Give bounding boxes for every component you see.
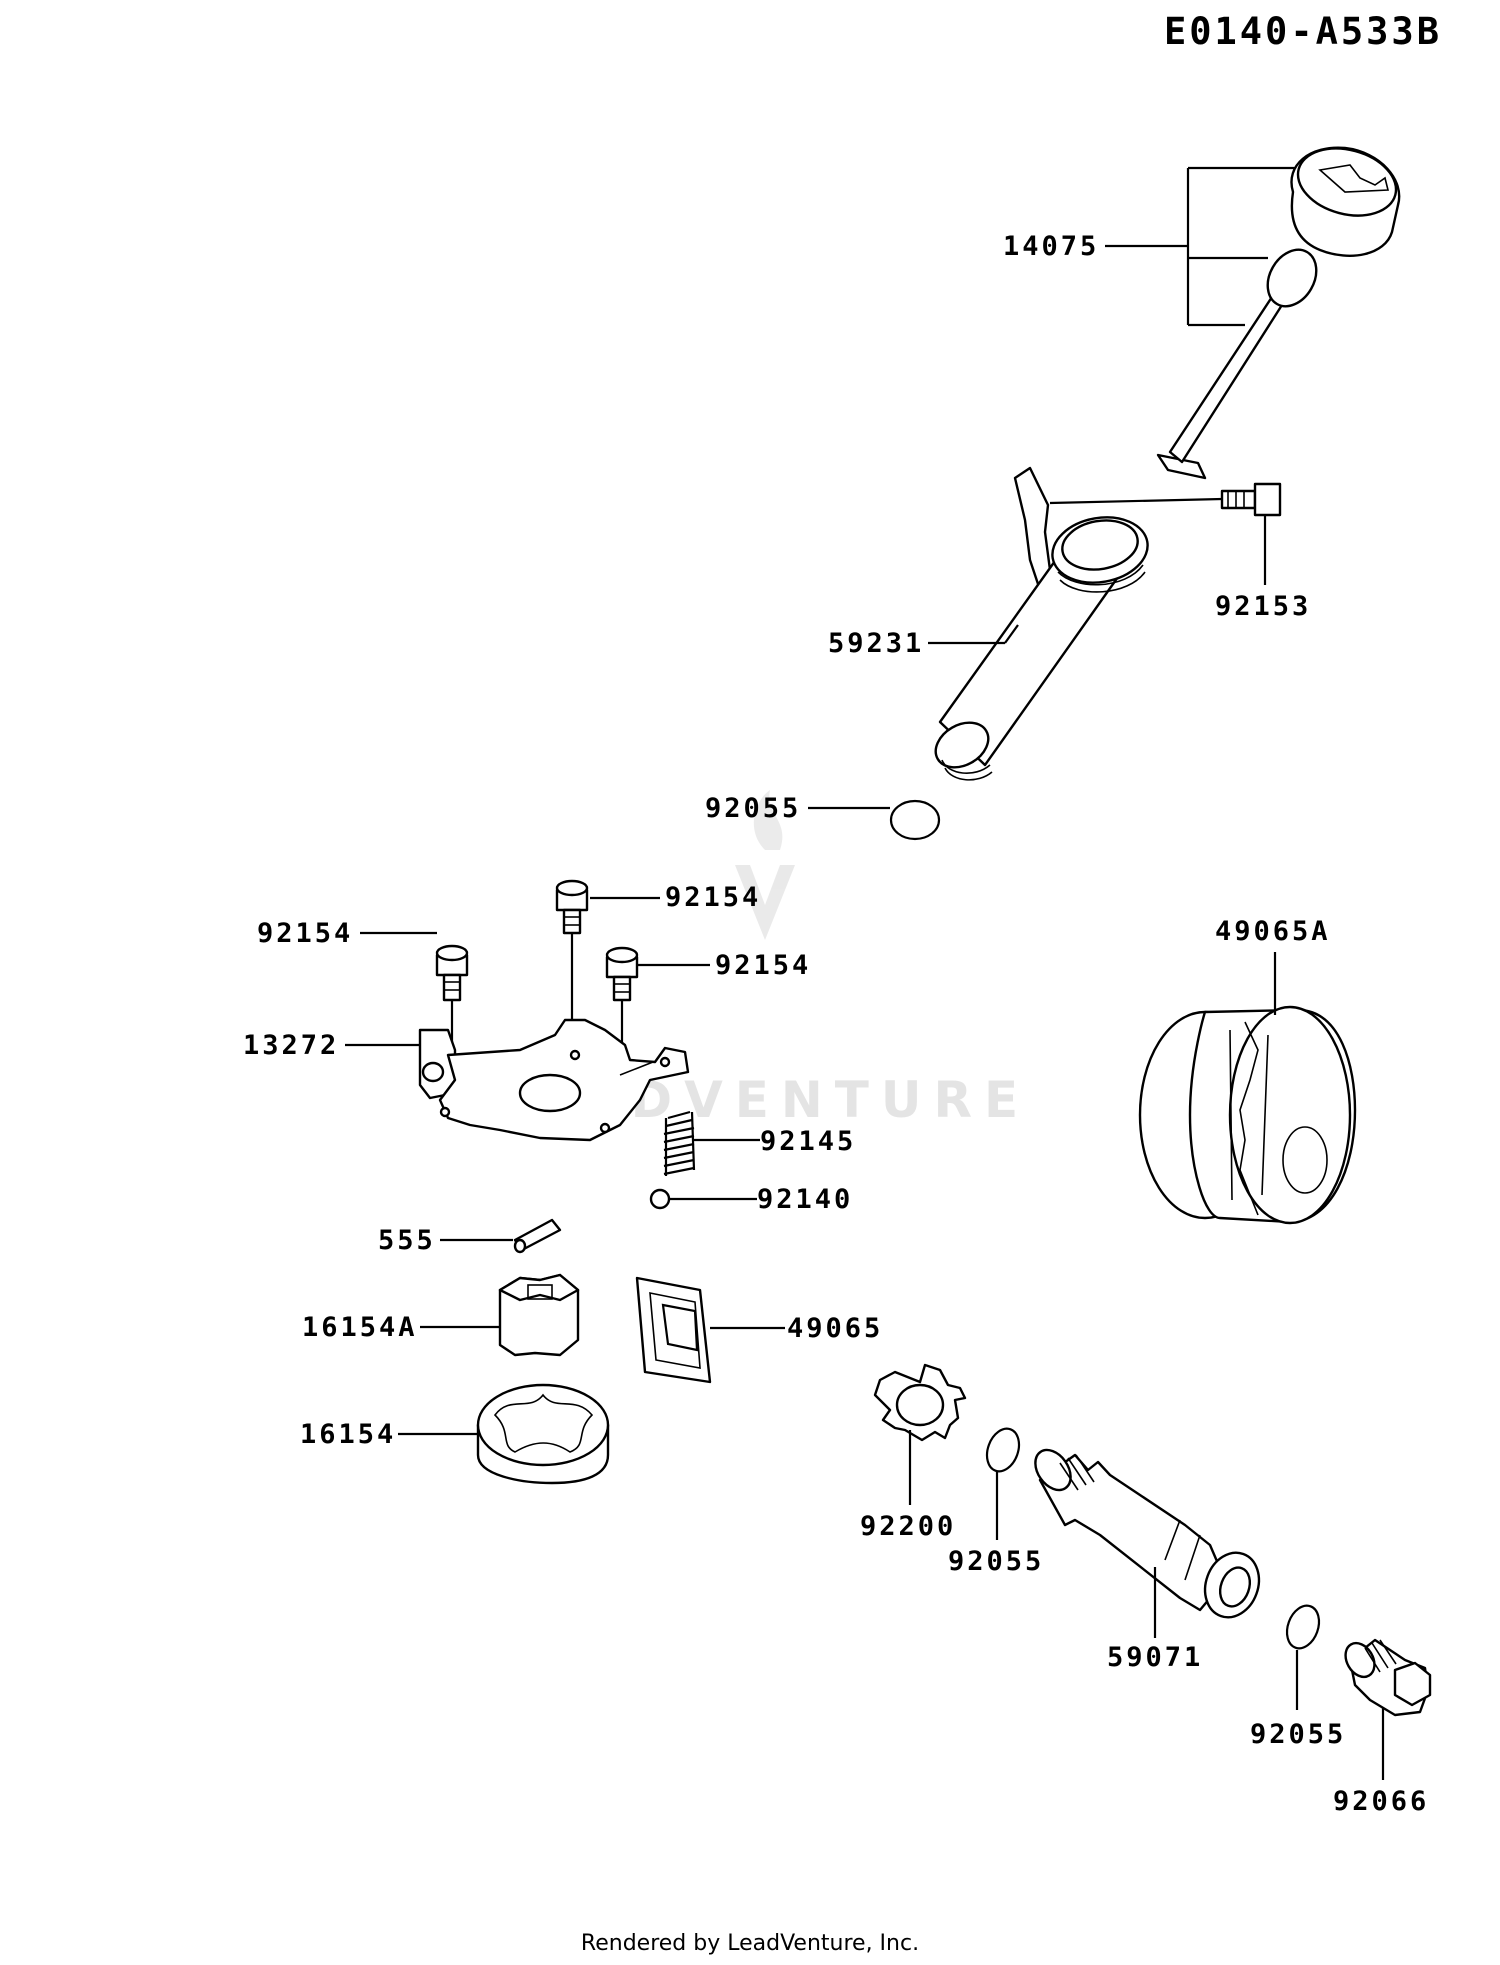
- label-bolt-a[interactable]: 92154: [257, 918, 353, 949]
- label-spring[interactable]: 92145: [760, 1126, 856, 1157]
- label-oil-gauge[interactable]: 14075: [1003, 231, 1099, 262]
- label-bolt-pipe[interactable]: 92153: [1215, 591, 1311, 622]
- label-pump-cover[interactable]: 13272: [243, 1030, 339, 1061]
- part-outer-rotor[interactable]: [476, 1383, 610, 1485]
- label-o-ring-left[interactable]: 92055: [948, 1546, 1044, 1577]
- label-o-ring-right[interactable]: 92055: [1250, 1719, 1346, 1750]
- part-ball[interactable]: [649, 1188, 671, 1210]
- part-spring[interactable]: [663, 1110, 696, 1176]
- part-oil-filler-pipe[interactable]: [928, 466, 1153, 781]
- part-o-ring-left[interactable]: [981, 1424, 1024, 1476]
- label-o-ring-pipe[interactable]: 92055: [705, 793, 801, 824]
- part-plug[interactable]: [1340, 1638, 1432, 1717]
- label-plug[interactable]: 92066: [1333, 1786, 1429, 1817]
- part-bolt-a[interactable]: [435, 944, 469, 1002]
- part-pump-cover[interactable]: [418, 1018, 690, 1142]
- label-oil-filter[interactable]: 49065A: [1215, 916, 1331, 947]
- part-pin[interactable]: [513, 1218, 562, 1254]
- leader-oil-filler-pipe: [928, 624, 1019, 645]
- part-screen[interactable]: [635, 1276, 712, 1384]
- part-oil-gauge[interactable]: [1156, 138, 1404, 480]
- part-washer[interactable]: [873, 1363, 967, 1442]
- leader-bolt-pipe: [1049, 497, 1267, 585]
- label-pin[interactable]: 555: [378, 1225, 436, 1256]
- part-bolt-b[interactable]: [555, 879, 589, 935]
- part-inner-rotor[interactable]: [498, 1273, 580, 1357]
- label-ball[interactable]: 92140: [757, 1184, 853, 1215]
- label-bolt-c[interactable]: 92154: [715, 950, 811, 981]
- part-bolt-c[interactable]: [605, 946, 639, 1002]
- label-screen[interactable]: 49065: [787, 1313, 883, 1344]
- label-inner-rotor[interactable]: 16154A: [302, 1312, 418, 1343]
- footer-credit: Rendered by LeadVenture, Inc.: [581, 1931, 919, 1956]
- part-oil-filter[interactable]: [1138, 1005, 1357, 1225]
- diagram-code: E0140-A533B: [1164, 10, 1442, 53]
- part-bolt-pipe[interactable]: [1220, 482, 1282, 517]
- part-fitting[interactable]: [1028, 1443, 1268, 1625]
- label-bolt-b[interactable]: 92154: [665, 882, 761, 913]
- leader-oil-gauge: [1105, 166, 1295, 327]
- label-oil-filler-pipe[interactable]: 59231: [828, 628, 924, 659]
- label-outer-rotor[interactable]: 16154: [300, 1419, 396, 1450]
- label-fitting[interactable]: 59071: [1107, 1642, 1203, 1673]
- part-o-ring-right[interactable]: [1281, 1601, 1324, 1653]
- part-o-ring-pipe[interactable]: [889, 799, 941, 841]
- label-washer[interactable]: 92200: [860, 1511, 956, 1542]
